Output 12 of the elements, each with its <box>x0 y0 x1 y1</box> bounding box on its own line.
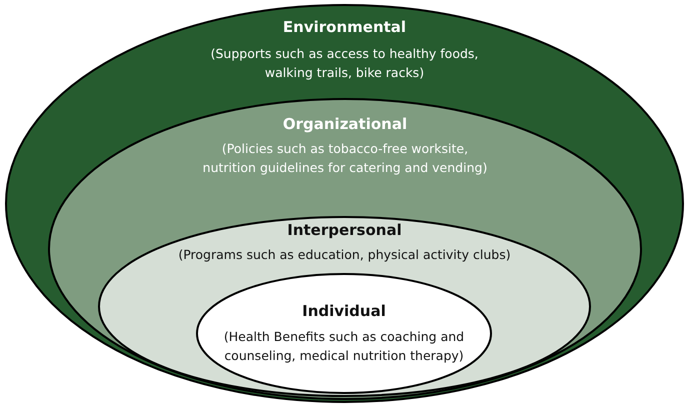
layer-title: Interpersonal <box>287 221 402 239</box>
ellipse-layer <box>5 4 684 403</box>
layer-title: Environmental <box>282 18 406 36</box>
layer-description: (Health Benefits such as coaching and counseling, medical nutrition therapy) <box>222 328 466 365</box>
layer-description: (Programs such as education, physical activity clubs) <box>177 246 512 264</box>
layer-description: (Policies such as tobacco-free worksite, nutrition guidelines for catering and vending) <box>202 140 488 177</box>
ellipse-layer <box>196 273 492 394</box>
layer-title: Organizational <box>282 115 408 133</box>
ellipse-layer <box>98 216 591 397</box>
layer-title: Individual <box>302 302 386 320</box>
layer-description: (Supports such as access to healthy foods, walking trails, bike racks) <box>210 45 480 82</box>
ellipse-layer <box>48 98 642 400</box>
